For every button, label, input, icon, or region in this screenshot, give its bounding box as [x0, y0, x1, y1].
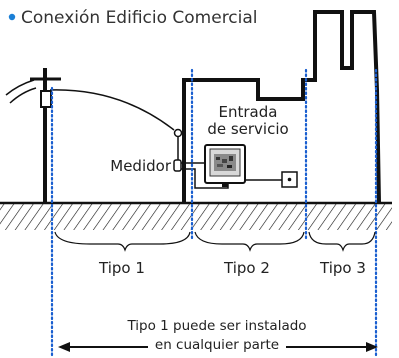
commercial-building	[182, 10, 381, 204]
dot-bullet-icon	[8, 13, 16, 21]
service-entrance-label-line1: Entrada	[219, 103, 278, 121]
utility-pole-icon	[5, 68, 61, 203]
meter-socket-icon	[173, 159, 182, 172]
footer-note-backdrop	[148, 336, 286, 352]
zone-braces	[54, 231, 376, 252]
footer-note-line2: en cualquier parte	[155, 337, 279, 353]
service-entrance-label-line2: de servicio	[207, 120, 288, 138]
zone-label-tipo-1: Tipo 1	[98, 259, 145, 277]
service-drop-wire	[49, 89, 175, 131]
zone-boundaries	[50, 68, 378, 358]
zone-label-tipo-2: Tipo 2	[223, 259, 270, 277]
zone-label-tipo-3: Tipo 3	[319, 259, 366, 277]
electric-meter-icon	[204, 144, 246, 187]
footer-note-line1: Tipo 1 puede ser instalado	[126, 318, 306, 334]
meter-label: Medidor	[110, 157, 172, 175]
ground-hatch	[0, 203, 392, 230]
diagram-title: Conexión Edificio Comercial	[21, 8, 258, 28]
